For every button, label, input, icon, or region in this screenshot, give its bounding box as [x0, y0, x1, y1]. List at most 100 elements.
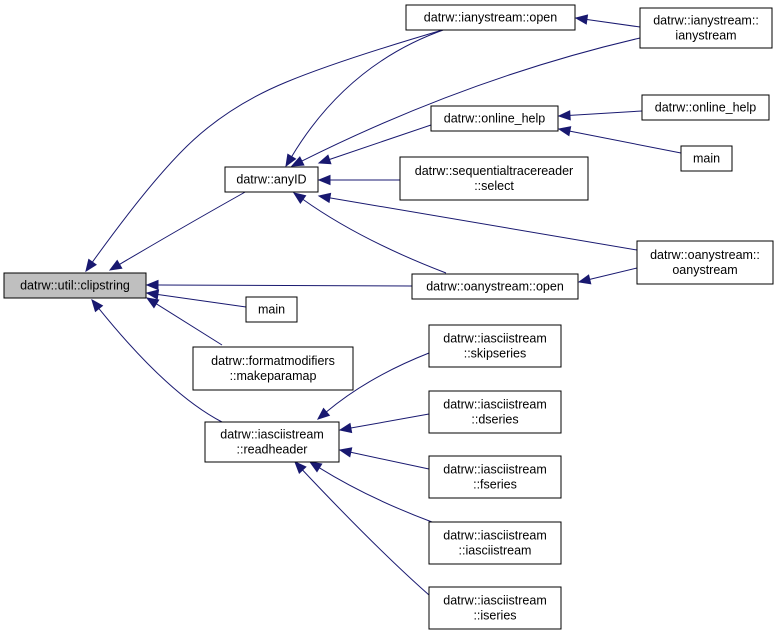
- node-seq-select[interactable]: datrw::sequentialtracereader::select: [399, 156, 589, 201]
- node-label: ::iasciistream: [459, 544, 532, 558]
- edge-main-to-clipstring-arrowhead: [145, 289, 160, 300]
- edge-oanystream-ctor-to-open-line: [589, 267, 638, 280]
- node-oanystream-ctor[interactable]: datrw::oanystream::oanystream: [636, 240, 774, 285]
- edge-iasciistream-to-readheader: [308, 461, 433, 523]
- edge-ianystream-open-to-anyid-arrowhead: [285, 153, 297, 168]
- edge-readheader-to-clipstring: [91, 298, 223, 423]
- edge-skipseries-to-readheader-arrowhead: [316, 407, 331, 420]
- node-label: ::iseries: [473, 609, 516, 623]
- node-ianystream-open[interactable]: datrw::ianystream::open: [405, 4, 576, 31]
- node-label: ::dseries: [471, 413, 518, 427]
- node-label: datrw::oanystream::open: [426, 280, 564, 294]
- edge-dseries-to-readheader-line: [350, 413, 430, 429]
- node-online-help-mid[interactable]: datrw::online_help: [430, 105, 559, 132]
- node-label: datrw::sequentialtracereader: [415, 164, 573, 178]
- node-label: datrw::online_help: [655, 101, 757, 115]
- node-label: datrw::ianystream::: [653, 14, 759, 28]
- node-label: ::select: [474, 179, 514, 193]
- node-anyid[interactable]: datrw::anyID: [224, 166, 319, 193]
- edge-ianystream-open-to-anyid: [285, 28, 447, 168]
- edge-oanystream-open-to-anyid-arrowhead: [292, 192, 307, 204]
- node-box: [430, 105, 559, 132]
- node-label: datrw::anyID: [236, 173, 306, 187]
- nodes-layer: datrw::util::clipstringdatrw::anyIDmaind…: [3, 4, 774, 630]
- edge-iseries-to-readheader: [294, 461, 430, 596]
- edge-oanystream-ctor-to-anyid-arrowhead: [317, 192, 332, 204]
- edge-ianystream-open-to-anyid-line: [291, 28, 447, 157]
- node-readheader[interactable]: datrw::iasciistream::readheader: [204, 421, 340, 463]
- edge-readheader-to-clipstring-arrowhead: [91, 298, 104, 313]
- node-label: datrw::formatmodifiers: [211, 354, 335, 368]
- node-online-help-right[interactable]: datrw::online_help: [641, 94, 770, 121]
- edge-ianystream-ctor-to-anyid-arrowhead: [290, 156, 305, 167]
- edge-makeparamap-to-clipstring: [145, 297, 223, 346]
- node-iseries[interactable]: datrw::iasciistream::iseries: [428, 586, 562, 630]
- node-box: [428, 521, 562, 565]
- node-main-right[interactable]: main: [680, 145, 733, 172]
- node-label: datrw::iasciistream: [443, 398, 547, 412]
- node-box: [3, 272, 147, 299]
- node-box: [641, 94, 770, 121]
- node-box: [399, 156, 589, 201]
- edge-ianystream-ctor-to-anyid: [290, 37, 641, 167]
- node-box: [428, 390, 562, 434]
- edge-fseries-to-readheader-line: [350, 451, 430, 470]
- node-dseries[interactable]: datrw::iasciistream::dseries: [428, 390, 562, 434]
- node-label: ::fseries: [473, 478, 517, 492]
- edge-online-help-to-anyid-line: [329, 124, 432, 160]
- edge-online-help-right-to-mid-arrowhead: [557, 110, 571, 121]
- edge-oanystream-open-to-anyid: [292, 192, 447, 274]
- edge-anyid-to-clipstring: [108, 190, 248, 271]
- edge-online-help-to-anyid-arrowhead: [317, 154, 332, 165]
- edge-ianystream-ctor-to-anyid-line: [301, 37, 641, 162]
- node-box: [428, 586, 562, 630]
- node-label: datrw::iasciistream: [443, 529, 547, 543]
- edge-ianystream-ctor-to-open: [574, 14, 641, 28]
- edge-fseries-to-readheader-arrowhead: [338, 447, 353, 458]
- edge-dseries-to-readheader: [338, 413, 430, 434]
- edge-ianystream-ctor-to-open-line: [586, 19, 641, 28]
- node-skipseries[interactable]: datrw::iasciistream::skipseries: [428, 324, 562, 368]
- edge-oanystream-open-to-clipstring: [145, 279, 413, 291]
- edge-online-help-to-anyid: [317, 124, 432, 165]
- node-label: datrw::oanystream::: [650, 248, 760, 262]
- node-label: datrw::iasciistream: [443, 594, 547, 608]
- node-oanystream-open[interactable]: datrw::oanystream::open: [411, 273, 579, 300]
- edge-main-right-to-online-help-line: [569, 130, 682, 154]
- node-main-left[interactable]: main: [245, 296, 298, 323]
- edge-iseries-to-readheader-line: [302, 469, 430, 596]
- edge-main-right-to-online-help: [557, 126, 682, 154]
- edge-iseries-to-readheader-arrowhead: [294, 461, 307, 474]
- edge-ianystream-open-to-clipstring: [85, 28, 447, 273]
- edge-skipseries-to-readheader: [316, 352, 430, 420]
- node-box: [636, 240, 774, 285]
- node-label: datrw::iasciistream: [220, 428, 324, 442]
- edges-layer: [85, 14, 682, 596]
- edge-oanystream-open-to-clipstring-arrowhead: [145, 279, 159, 291]
- node-box: [204, 421, 340, 463]
- node-label: ::makeparamap: [230, 369, 317, 383]
- node-label: datrw::iasciistream: [443, 463, 547, 477]
- edge-makeparamap-to-clipstring-line: [156, 303, 223, 346]
- node-makeparamap[interactable]: datrw::formatmodifiers::makeparamap: [192, 346, 354, 391]
- edge-anyid-to-clipstring-arrowhead: [108, 259, 123, 271]
- node-box: [224, 166, 319, 193]
- edge-ianystream-open-to-clipstring-arrowhead: [85, 258, 97, 273]
- node-clipstring[interactable]: datrw::util::clipstring: [3, 272, 147, 299]
- edge-main-to-clipstring: [145, 289, 247, 308]
- node-box: [405, 4, 576, 31]
- edge-anyid-to-clipstring-line: [119, 190, 248, 265]
- edge-dseries-to-readheader-arrowhead: [338, 422, 353, 434]
- node-label: main: [693, 152, 720, 166]
- node-iasciistream[interactable]: datrw::iasciistream::iasciistream: [428, 521, 562, 565]
- node-box: [428, 455, 562, 499]
- node-ianystream-ctor[interactable]: datrw::ianystream::ianystream: [639, 7, 773, 49]
- node-fseries[interactable]: datrw::iasciistream::fseries: [428, 455, 562, 499]
- node-box: [411, 273, 579, 300]
- node-box: [245, 296, 298, 323]
- edge-seq-select-to-anyid-arrowhead: [317, 174, 331, 186]
- edge-oanystream-open-to-anyid-line: [302, 198, 447, 274]
- node-label: ::readheader: [237, 443, 308, 457]
- node-box: [428, 324, 562, 368]
- edge-iasciistream-to-readheader-line: [319, 467, 433, 523]
